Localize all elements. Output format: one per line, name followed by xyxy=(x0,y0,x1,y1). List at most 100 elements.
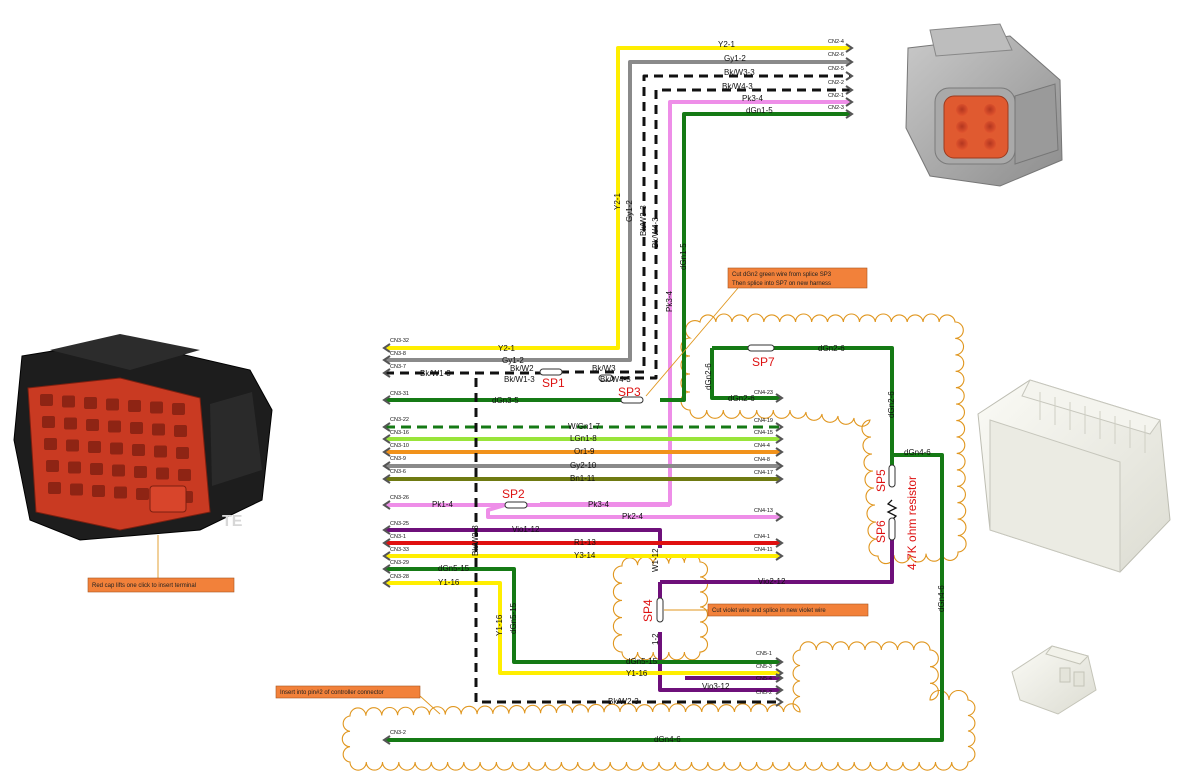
connector-cavity xyxy=(46,460,59,472)
pin-cn2-6: CN2-6 xyxy=(828,52,844,58)
pin-cn4-23: CN4-23 xyxy=(754,390,773,396)
pin-cn3-7: CN3-7 xyxy=(390,364,406,370)
pin-cn4-1: CN4-1 xyxy=(754,534,770,540)
wire-bkw2-3 xyxy=(474,378,780,704)
wire-vio3-12 xyxy=(658,632,780,692)
label-bkw4-3-low: Bk/W4-3 xyxy=(600,375,631,384)
connector-cavity xyxy=(42,416,55,428)
label-dgn2-6-top: dGn2-6 xyxy=(818,344,845,353)
te-watermark: TE xyxy=(222,513,243,530)
label-bkw3-3-top: Bk/W3-3 xyxy=(724,68,755,77)
pin-cn2-4: CN2-4 xyxy=(828,39,844,45)
label-bkw4-3-vert: Bk/W4-3 xyxy=(651,217,660,248)
pin-cn3-9: CN3-9 xyxy=(390,456,406,462)
label-y2-1-low: Y2-1 xyxy=(498,344,515,353)
splice-sp3 xyxy=(620,396,644,404)
modification-cloud-lower xyxy=(341,641,976,771)
connector-cavity xyxy=(68,461,81,474)
connector-cavity xyxy=(152,423,165,436)
connector-cavity xyxy=(48,482,61,494)
label-dgn2-6-vert-right: dGn2-6 xyxy=(887,391,896,418)
label-sp1: SP1 xyxy=(542,376,565,390)
connector-cavity xyxy=(128,400,141,412)
pin-cn5-4: CN5-4 xyxy=(756,676,772,682)
connector-cavity xyxy=(150,401,163,414)
label-bkw2-3-vert: Bk/W2-3 xyxy=(471,525,480,556)
label-bn1-11: Bn1-11 xyxy=(570,474,596,483)
pin-cn3-26: CN3-26 xyxy=(390,495,409,501)
pin-cn3-2: CN3-2 xyxy=(390,730,406,736)
splice-sp1 xyxy=(539,368,563,376)
splice-sp2 xyxy=(504,501,528,509)
connector-cavity xyxy=(176,447,189,459)
label-pk3-4-low: Pk3-4 xyxy=(588,500,609,509)
terminal-markers xyxy=(382,43,854,745)
wire-bkw3-3 xyxy=(545,74,850,374)
label-y1-16: Y1-16 xyxy=(438,578,460,587)
label-dgn3-5: dGn3-5 xyxy=(492,396,519,405)
label-r1-13: R1-13 xyxy=(574,538,596,547)
connector-cavity xyxy=(66,439,79,452)
connector-cavity xyxy=(64,417,77,430)
pin-cn3-29: CN3-29 xyxy=(390,560,409,566)
grey-6-pin-connector-photo xyxy=(905,23,1063,187)
pin-cn4-17: CN4-17 xyxy=(754,470,773,476)
label-gy1-2-vert: Gy1-2 xyxy=(625,200,634,222)
label-bkw3-3-vert: Bk/W3-3 xyxy=(639,205,648,236)
label-y2-1-top: Y2-1 xyxy=(718,40,735,49)
label-pk3-4-top: Pk3-4 xyxy=(742,94,763,103)
wire-y2-1 xyxy=(385,46,850,350)
connector-cavity xyxy=(136,488,149,500)
callout-cut-violet: Cut violet wire and splice in new violet… xyxy=(707,603,869,617)
pin-cn3-10: CN3-10 xyxy=(390,443,409,449)
pin-cn3-16: CN3-16 xyxy=(390,430,409,436)
label-bkw2-3-low: Bk/W2-3 xyxy=(608,697,639,706)
label-dgn1-5-vert: dGn1-5 xyxy=(679,243,688,270)
pin-cn3-25: CN3-25 xyxy=(390,521,409,527)
callout-red-cap: Red cap lifts one click to insert termin… xyxy=(87,577,235,593)
label-sp6: SP6 xyxy=(874,520,888,543)
wire-dgn4-6 xyxy=(385,453,944,742)
wire-bkw4-3 xyxy=(605,88,850,380)
label-vio2-12: Vio2-12 xyxy=(758,577,786,586)
pin-cn3-33: CN3-33 xyxy=(390,547,409,553)
connector-cavity xyxy=(84,397,97,409)
splice-bkw-junction xyxy=(598,374,614,382)
pin-cn5-3: CN5-3 xyxy=(756,664,772,670)
wires xyxy=(385,46,944,742)
connector-cavity xyxy=(172,403,185,415)
wire-dgn1-5 xyxy=(660,112,850,402)
label-dgn1-5-top: dGn1-5 xyxy=(746,106,773,115)
callout-insert-pin2-text: Insert into pin#2 of controller connecto… xyxy=(280,690,384,696)
pin-cn4-11: CN4-11 xyxy=(754,547,773,553)
callout-cut-dgn2-line2: Then splice into SP7 on new harness xyxy=(732,281,831,287)
connector-cavity xyxy=(130,422,143,434)
wire-pk2-4 xyxy=(486,503,780,519)
white-2-pin-plug-photo xyxy=(1011,645,1097,715)
label-dgn2-6-vert-left: dGn2-6 xyxy=(704,363,713,390)
label-vio1-12: Vio1-12 xyxy=(512,525,540,534)
callout-red-cap-text: Red cap lifts one click to insert termin… xyxy=(92,583,196,589)
connector-cavity xyxy=(134,466,147,478)
pin-cn3-22: CN3-22 xyxy=(390,417,409,423)
label-dgn4-6-vert: dGn4-6 xyxy=(937,585,946,612)
connector-cavity xyxy=(88,441,101,453)
splice-sp7 xyxy=(747,344,775,352)
wire-vio2-12-run xyxy=(660,536,894,584)
label-sp2: SP2 xyxy=(502,487,525,501)
connector-cavity xyxy=(178,469,191,481)
connector-cavity xyxy=(154,445,167,458)
label-or1-9: Or1-9 xyxy=(574,447,595,456)
connector-cavity xyxy=(70,483,83,496)
label-dgn2-6-stub: dGn2-6 xyxy=(728,394,755,403)
splice-labels: SP1 SP3 SP2 SP7 SP4 SP5 SP6 4.7K ohm res… xyxy=(502,355,919,622)
pin-cn3-8: CN3-8 xyxy=(390,351,406,357)
wire-dgn2-6-stub xyxy=(710,348,780,400)
label-dgn5-15-vert: dGn5-15 xyxy=(509,602,518,634)
pin-cn5-2: CN5-2 xyxy=(756,690,772,696)
label-wgn1-7: W/Gn1-7 xyxy=(568,422,601,431)
label-bkw1-3-a: Bk/W1-3 xyxy=(420,369,451,378)
pin-cn3-6: CN3-6 xyxy=(390,469,406,475)
label-bkw3: Bk/W3 xyxy=(592,364,616,373)
